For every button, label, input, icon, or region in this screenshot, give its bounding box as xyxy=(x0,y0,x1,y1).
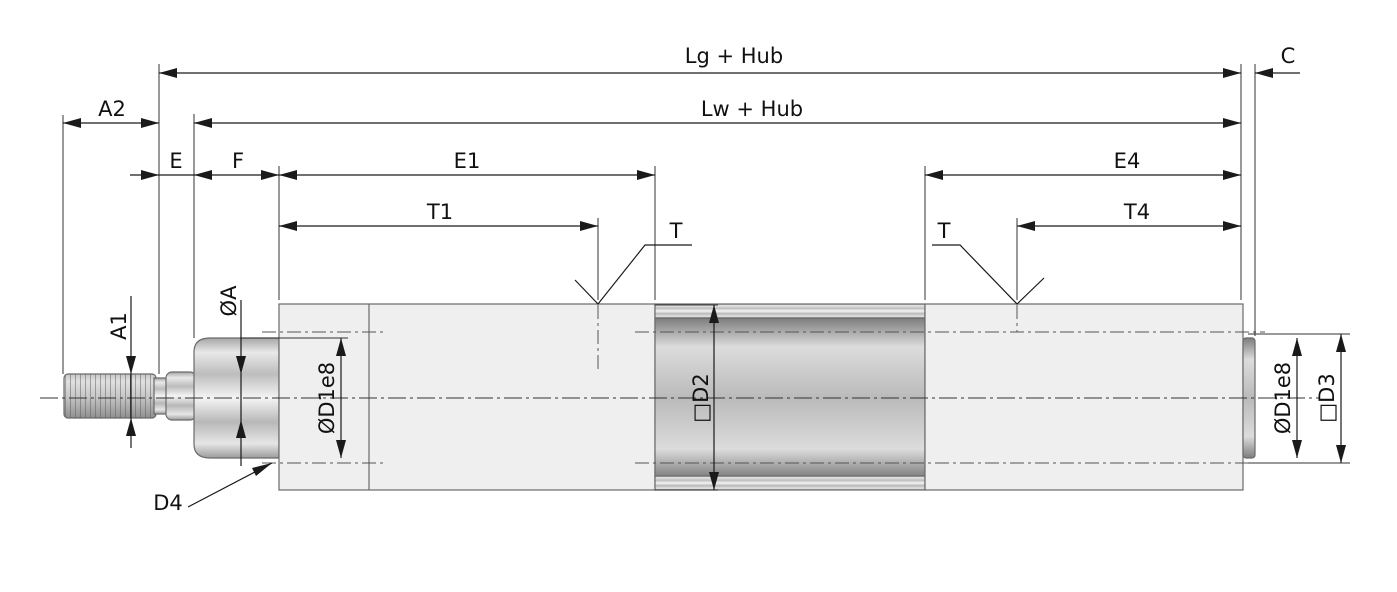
label-c: C xyxy=(1281,44,1296,68)
label-lg-hub: Lg + Hub xyxy=(685,44,783,68)
label-d3: □D3 xyxy=(1315,373,1339,422)
label-od1e8-right: ØD1e8 xyxy=(1271,362,1295,434)
cylinder-body xyxy=(63,303,1256,491)
vertical-dimensions xyxy=(126,296,1346,508)
t-markers xyxy=(574,244,1045,305)
label-d4: D4 xyxy=(153,491,183,515)
tie-rod-bottom xyxy=(654,475,926,491)
tie-rod-top xyxy=(654,303,926,319)
label-e1: E1 xyxy=(454,149,481,173)
extension-lines xyxy=(62,64,1350,491)
label-f: F xyxy=(232,149,244,173)
rod-collar xyxy=(165,371,197,421)
label-e4: E4 xyxy=(1114,149,1141,173)
label-d2: □D2 xyxy=(689,373,713,422)
label-t4: T4 xyxy=(1123,200,1150,224)
threaded-rod-end xyxy=(63,373,157,419)
label-a2: A2 xyxy=(98,97,126,121)
label-a1: A1 xyxy=(107,312,131,340)
label-t-right: T xyxy=(937,219,951,243)
label-oa: ØA xyxy=(217,285,241,317)
label-od1e8-left: ØD1e8 xyxy=(315,362,339,434)
front-head xyxy=(278,303,656,491)
label-lw-hub: Lw + Hub xyxy=(701,97,803,121)
label-e: E xyxy=(169,149,182,173)
label-t1: T1 xyxy=(426,200,453,224)
horizontal-dimensions xyxy=(63,68,1300,231)
dimension-labels: Lg + Hub C Lw + Hub A2 E F E1 E4 T1 T4 T… xyxy=(98,44,1339,515)
center-lines xyxy=(40,305,1320,464)
rear-head xyxy=(924,303,1244,491)
label-t-left: T xyxy=(669,219,683,243)
